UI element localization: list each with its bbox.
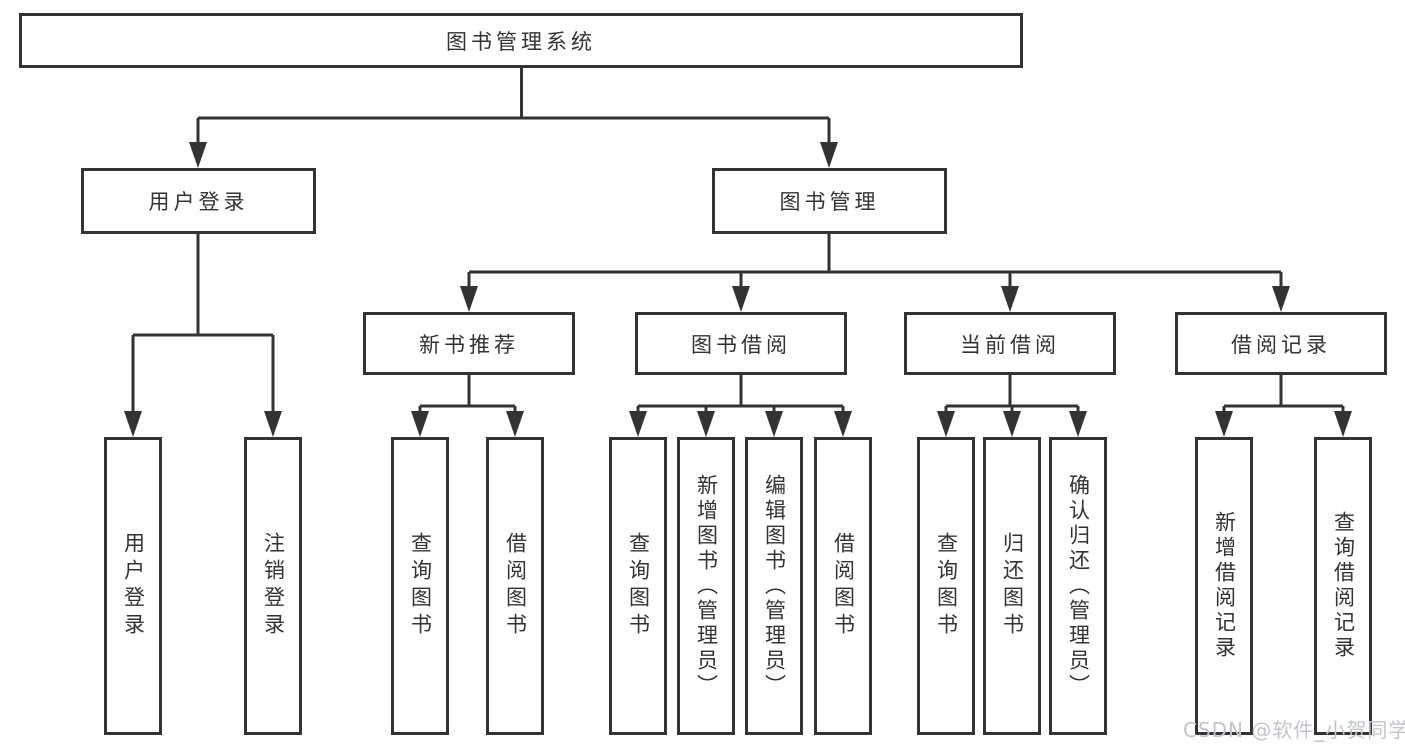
node-borrow-records: 借阅记录 xyxy=(1175,312,1387,375)
arrowhead-down-icon xyxy=(1001,286,1019,312)
node-book-borrow: 图书借阅 xyxy=(635,312,847,375)
node-user-login: 用户登录 xyxy=(81,168,316,234)
arrowhead-down-icon xyxy=(834,411,852,437)
connector-book-management-children xyxy=(467,234,1283,288)
arrowhead-down-icon xyxy=(124,411,142,437)
node-new-book-recommend: 新书推荐 xyxy=(363,312,575,375)
leaf-query-borrow-record: 查询借阅记录 xyxy=(1314,437,1372,735)
leaf-user-login: 用户登录 xyxy=(104,437,162,735)
arrowhead-down-icon xyxy=(697,411,715,437)
arrowhead-down-icon xyxy=(732,286,750,312)
csdn-watermark: CSDN @软件_小贺同学 xyxy=(1183,718,1405,742)
arrowhead-down-icon xyxy=(1215,411,1233,437)
arrowhead-down-icon xyxy=(506,411,524,437)
leaf-confirm-return-admin: 确认归还（管理员） xyxy=(1049,437,1107,735)
arrowhead-down-icon xyxy=(411,411,429,437)
arrowhead-down-icon xyxy=(765,411,783,437)
leaf-query-books-recommend: 查询图书 xyxy=(391,437,449,735)
leaf-add-borrow-record: 新增借阅记录 xyxy=(1195,437,1253,735)
leaf-return-books: 归还图书 xyxy=(983,437,1041,735)
leaf-query-books-current: 查询图书 xyxy=(917,437,975,735)
arrowhead-down-icon xyxy=(1069,411,1087,437)
arrowhead-down-icon xyxy=(1003,411,1021,437)
arrowhead-down-icon xyxy=(1272,286,1290,312)
node-current-borrow: 当前借阅 xyxy=(904,312,1116,375)
connector-new-book-children xyxy=(418,375,517,413)
leaf-add-books-admin: 新增图书（管理员） xyxy=(677,437,735,735)
leaf-borrow-books: 借阅图书 xyxy=(814,437,872,735)
connector-book-borrow-children xyxy=(636,375,845,413)
arrowhead-down-icon xyxy=(629,411,647,437)
arrowhead-down-icon xyxy=(264,411,282,437)
connector-borrow-record-children xyxy=(1222,375,1345,413)
arrowhead-down-icon xyxy=(1334,411,1352,437)
connector-root-split xyxy=(196,68,831,144)
arrowhead-down-icon xyxy=(189,142,207,168)
arrowhead-down-icon xyxy=(460,286,478,312)
connector-user-login-children xyxy=(131,234,275,413)
leaf-borrow-books-recommend: 借阅图书 xyxy=(486,437,544,735)
leaf-edit-books-admin: 编辑图书（管理员） xyxy=(745,437,803,735)
node-book-management: 图书管理 xyxy=(712,168,947,234)
leaf-query-books-borrow: 查询图书 xyxy=(609,437,667,735)
node-library-management-system: 图书管理系统 xyxy=(19,13,1023,68)
leaf-logout: 注销登录 xyxy=(244,437,302,735)
connector-current-borrow-children xyxy=(944,375,1080,413)
arrowhead-down-icon xyxy=(937,411,955,437)
arrowhead-down-icon xyxy=(820,142,838,168)
